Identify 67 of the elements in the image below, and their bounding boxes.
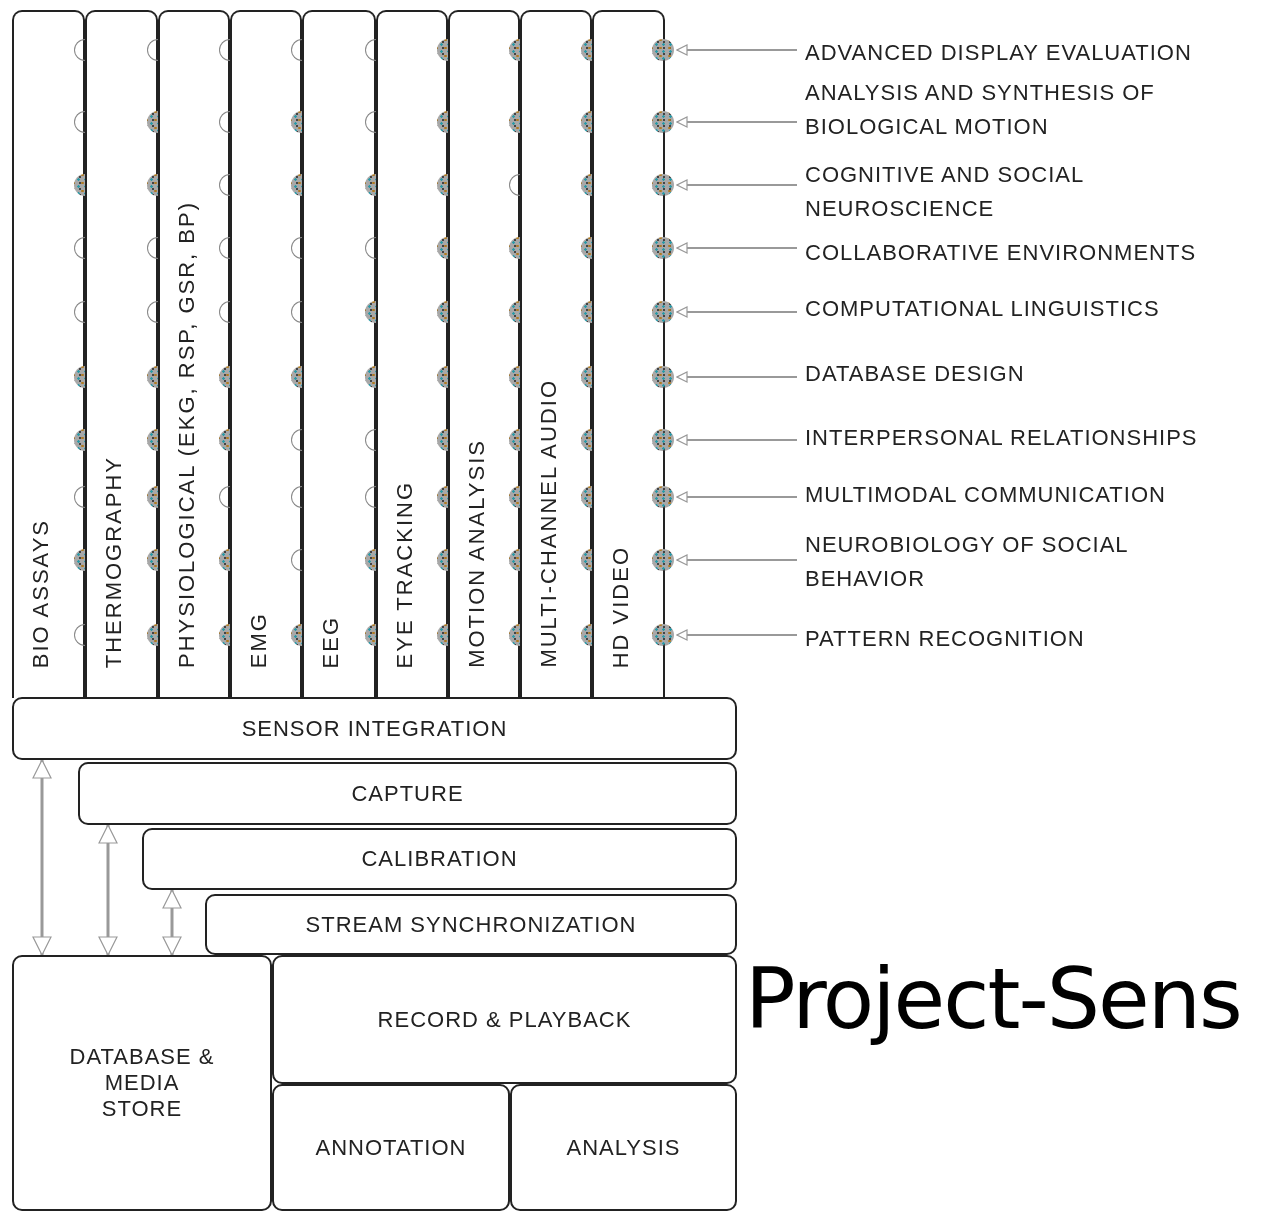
research-area-label: ANALYSIS AND SYNTHESIS OF BIOLOGICAL MOTION	[805, 76, 1245, 144]
layer-box	[12, 697, 737, 760]
box-label: ANALYSIS	[566, 1134, 681, 1161]
filled-dot	[652, 486, 674, 508]
arrow	[676, 306, 798, 318]
column-label: HD VIDEO	[608, 545, 634, 668]
arrow	[32, 759, 52, 956]
title-text: Project-Sens	[745, 950, 1241, 1048]
filled-dot	[652, 237, 674, 259]
research-area-label: PATTERN RECOGNITION	[805, 622, 1085, 656]
box-label: STREAM SYNCHRONIZATION	[305, 911, 637, 938]
research-area-label: INTERPERSONAL RELATIONSHIPS	[805, 421, 1198, 455]
arrow	[676, 371, 798, 383]
research-area-label: DATABASE DESIGN	[805, 357, 1025, 391]
storage-box	[12, 955, 272, 1211]
sensor-column	[12, 10, 85, 698]
arrow	[676, 554, 798, 566]
box-label: ANNOTATION	[315, 1134, 467, 1161]
arrow	[676, 434, 798, 446]
research-area-label: COMPUTATIONAL LINGUISTICS	[805, 292, 1160, 326]
layer-box	[78, 762, 737, 825]
box-label: SENSOR INTEGRATION	[241, 715, 508, 742]
research-area-label: COGNITIVE AND SOCIAL NEUROSCIENCE	[805, 158, 1135, 226]
filled-dot	[652, 174, 674, 196]
sensor-column	[520, 10, 592, 698]
column-label: EYE TRACKING	[392, 480, 418, 668]
arrow	[676, 491, 798, 503]
module-box	[272, 1084, 510, 1211]
filled-dot	[652, 549, 674, 571]
column-label: BIO ASSAYS	[28, 518, 54, 668]
module-box	[510, 1084, 737, 1211]
module-box	[272, 955, 737, 1084]
sensor-column	[85, 10, 158, 698]
arrow	[162, 889, 182, 956]
column-label: EMG	[246, 611, 272, 668]
arrow	[676, 242, 798, 254]
box-label: DATABASE & MEDIA STORE	[68, 1044, 216, 1122]
research-area-label: NEUROBIOLOGY OF SOCIAL BEHAVIOR	[805, 528, 1225, 596]
filled-dot	[652, 39, 674, 61]
filled-dot	[652, 301, 674, 323]
arrow	[676, 629, 798, 641]
box-label: RECORD & PLAYBACK	[377, 1006, 632, 1033]
sensor-column	[158, 10, 230, 698]
filled-dot	[652, 624, 674, 646]
sensor-column	[448, 10, 520, 698]
arrow	[98, 824, 118, 956]
research-area-label: ADVANCED DISPLAY EVALUATION	[805, 36, 1192, 70]
arrow	[676, 44, 798, 56]
research-area-label: MULTIMODAL COMMUNICATION	[805, 478, 1166, 512]
column-label: MOTION ANALYSIS	[464, 439, 490, 668]
column-label: THERMOGRAPHY	[101, 455, 127, 668]
arrow	[676, 179, 798, 191]
column-label: PHYSIOLOGICAL (EKG, RSP, GSR, BP)	[174, 201, 200, 668]
layer-box	[142, 828, 737, 890]
research-area-label: COLLABORATIVE ENVIRONMENTS	[805, 236, 1197, 270]
sensor-column	[376, 10, 448, 698]
column-label: EEG	[318, 615, 344, 668]
arrow	[676, 116, 798, 128]
filled-dot	[652, 429, 674, 451]
box-label: CAPTURE	[351, 780, 464, 807]
column-label: MULTI-CHANNEL AUDIO	[536, 379, 562, 668]
filled-dot	[652, 111, 674, 133]
box-label: CALIBRATION	[361, 846, 518, 872]
filled-dot	[652, 366, 674, 388]
sensor-column	[302, 10, 376, 698]
sensor-column	[230, 10, 302, 698]
layer-box	[205, 894, 737, 955]
